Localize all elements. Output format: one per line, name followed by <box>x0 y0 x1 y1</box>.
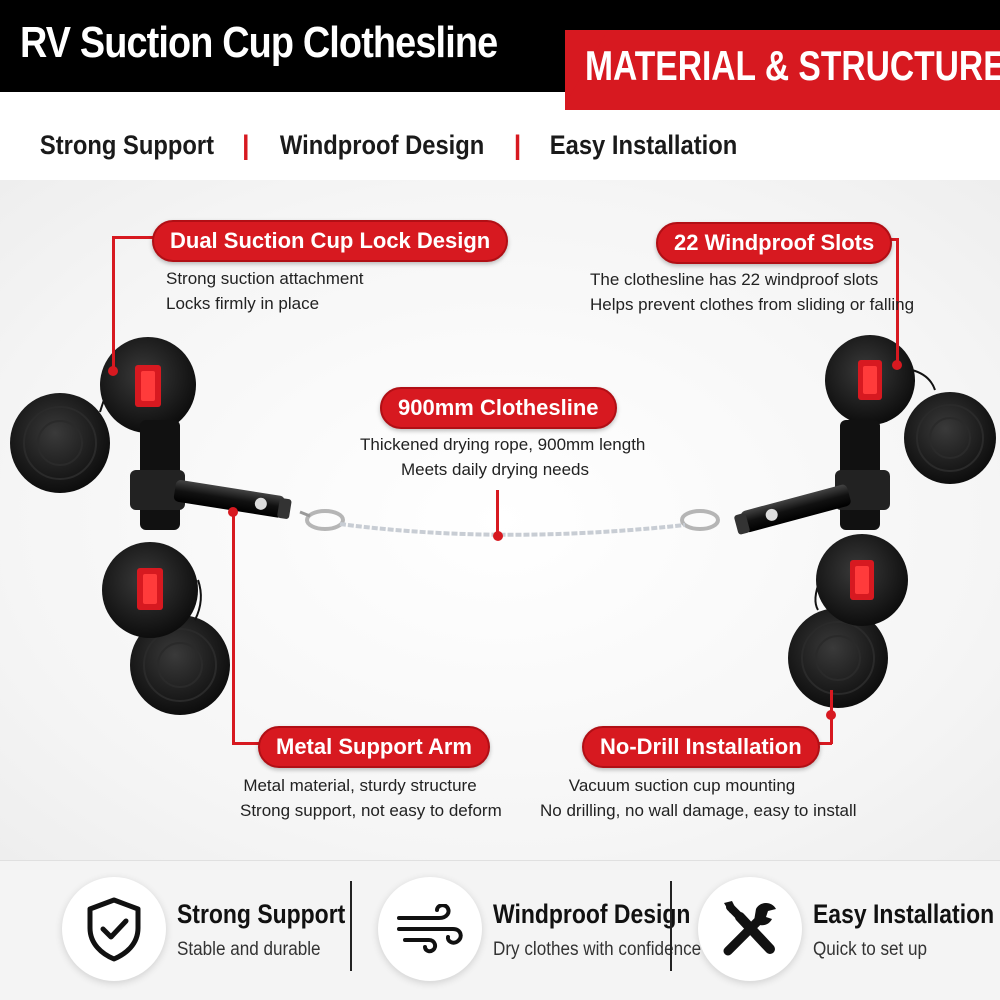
desc-line: The clothesline has 22 windproof slots <box>590 270 879 289</box>
desc-line: Thickened drying rope, 900mm length <box>360 435 646 454</box>
feature-subtitle: Stable and durable <box>177 939 321 960</box>
tagline-windproof-design: Windproof Design <box>279 130 484 160</box>
tagline-separator: | <box>241 130 250 160</box>
feature-title: Windproof Design <box>493 899 691 929</box>
leader-dot <box>892 360 902 370</box>
callout-dual-lock-desc: Strong suction attachment Locks firmly i… <box>166 266 364 316</box>
feature-divider <box>350 881 352 971</box>
callout-support-arm-desc: Metal material, sturdy structure Strong … <box>240 773 502 823</box>
callout-windproof-slots-label: 22 Windproof Slots <box>656 222 893 264</box>
feature-subtitle: Dry clothes with confidence <box>493 939 702 960</box>
desc-line: Locks firmly in place <box>166 294 320 313</box>
tagline-easy-installation: Easy Installation <box>550 130 738 160</box>
subtitle-banner <box>565 30 1000 110</box>
feature-title: Easy Installation <box>813 899 995 929</box>
leader-dot <box>108 366 118 376</box>
page-title: RV Suction Cup Clothesline <box>20 18 498 67</box>
page-subtitle: MATERIAL & STRUCTURE <box>585 42 1000 89</box>
tagline-separator: | <box>513 130 522 160</box>
tools-icon <box>698 877 802 981</box>
left-mount-assembly <box>10 337 345 715</box>
leader-line <box>496 490 499 532</box>
right-support-arm <box>740 484 851 533</box>
feature-title: Strong Support <box>177 899 346 929</box>
leader-line <box>112 236 154 239</box>
desc-line: Meets daily drying needs <box>400 460 590 479</box>
leader-line <box>830 690 833 744</box>
desc-line: Metal material, sturdy structure <box>243 776 477 795</box>
leader-line <box>232 742 262 745</box>
callout-clothesline-label: 900mm Clothesline <box>380 387 617 429</box>
desc-line: No drilling, no wall damage, easy to ins… <box>540 801 857 820</box>
right-mount-assembly <box>680 335 996 708</box>
desc-line: Strong suction attachment <box>166 269 364 288</box>
callout-dual-lock-label: Dual Suction Cup Lock Design <box>152 220 509 262</box>
wind-icon <box>378 877 482 981</box>
leader-line <box>112 236 115 372</box>
desc-line: Helps prevent clothes from sliding or fa… <box>590 295 915 314</box>
desc-line: Vacuum suction cup mounting <box>568 776 796 795</box>
callout-no-drill-desc: Vacuum suction cup mounting No drilling,… <box>540 773 857 823</box>
feature-divider <box>670 881 672 971</box>
callout-support-arm-label: Metal Support Arm <box>258 726 490 768</box>
feature-subtitle: Quick to set up <box>813 939 928 960</box>
callout-clothesline-desc: Thickened drying rope, 900mm length Meet… <box>360 432 646 482</box>
callout-no-drill-label: No-Drill Installation <box>582 726 820 768</box>
tagline-row: Strong Support | Windproof Design | Easy… <box>28 130 750 161</box>
callout-windproof-slots-desc: The clothesline has 22 windproof slots H… <box>590 267 915 317</box>
shield-check-icon <box>62 877 166 981</box>
desc-line: Strong support, not easy to deform <box>240 801 502 820</box>
product-illustration <box>10 335 996 715</box>
feature-footer: Strong Support Stable and durable Windpr… <box>0 860 1000 1000</box>
tagline-strong-support: Strong Support <box>39 130 215 160</box>
leader-line <box>232 512 235 744</box>
leader-dot <box>493 531 503 541</box>
leader-line <box>896 238 899 364</box>
clothesline-rope <box>339 522 686 537</box>
